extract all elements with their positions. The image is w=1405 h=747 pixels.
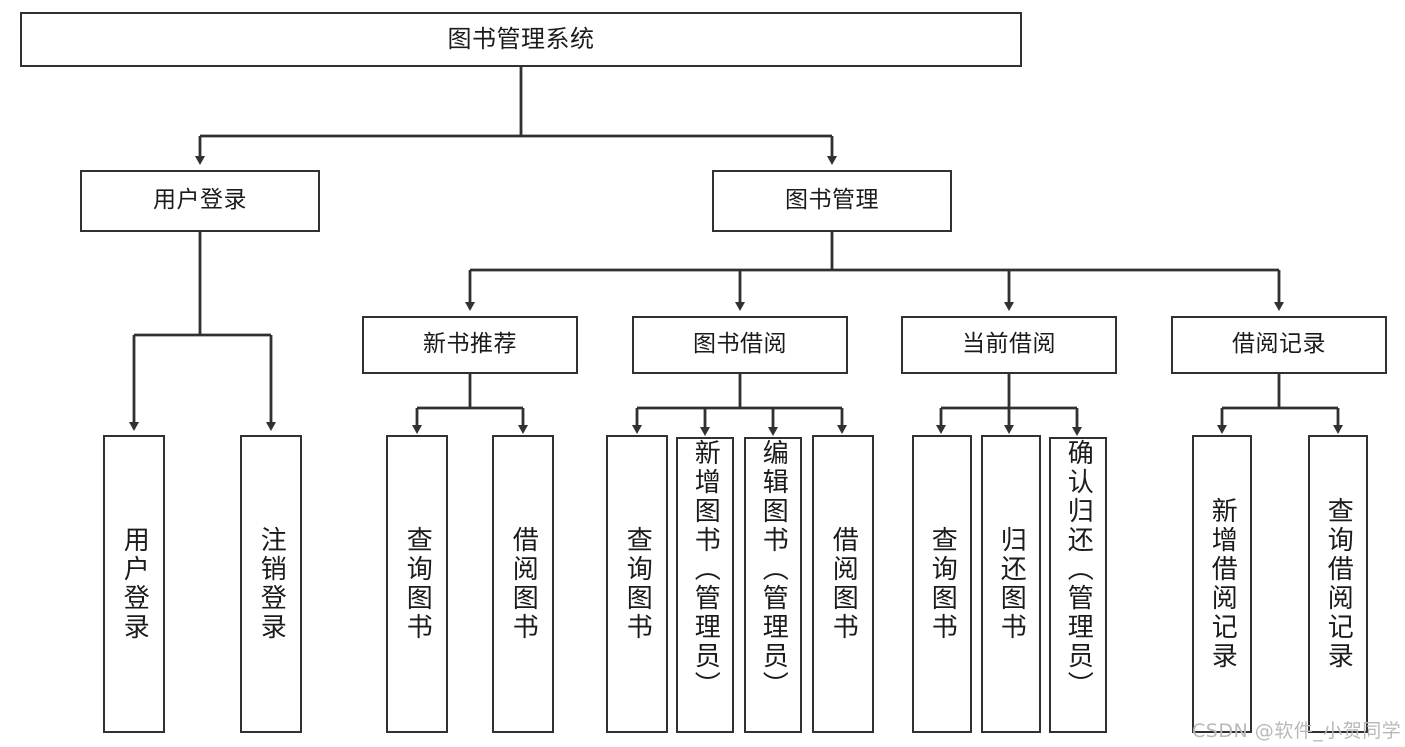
node-label: 新书推荐 xyxy=(423,331,517,358)
node-label: 新增图书（管理员） xyxy=(690,439,721,700)
node-label: 图书管理系统 xyxy=(447,25,595,54)
node-current-borrow[interactable]: 当前借阅 xyxy=(901,316,1117,374)
node-new-book-rec[interactable]: 新书推荐 xyxy=(362,316,578,374)
leaf-add-borrow-record[interactable]: 新增借阅记录 xyxy=(1192,435,1252,733)
leaf-query-borrow-record[interactable]: 查询借阅记录 xyxy=(1308,435,1368,733)
node-label: 图书管理 xyxy=(785,187,879,214)
node-label: 查询图书 xyxy=(622,526,653,642)
node-label: 新增借阅记录 xyxy=(1207,497,1238,671)
csdn-watermark: CSDN @软件_小贺同学 xyxy=(1192,720,1402,742)
leaf-return-book[interactable]: 归还图书 xyxy=(981,435,1041,733)
node-label: 查询借阅记录 xyxy=(1323,497,1354,671)
node-root-system[interactable]: 图书管理系统 xyxy=(20,12,1022,67)
node-user-login[interactable]: 用户登录 xyxy=(80,170,320,232)
node-label: 借阅图书 xyxy=(828,526,859,642)
node-label: 借阅记录 xyxy=(1232,331,1326,358)
leaf-borrow-book-borrow[interactable]: 借阅图书 xyxy=(812,435,874,733)
node-label: 归还图书 xyxy=(996,526,1027,642)
node-borrow-record[interactable]: 借阅记录 xyxy=(1171,316,1387,374)
node-label: 借阅图书 xyxy=(508,526,539,642)
node-label: 查询图书 xyxy=(402,526,433,642)
node-book-manage[interactable]: 图书管理 xyxy=(712,170,952,232)
node-book-borrow[interactable]: 图书借阅 xyxy=(632,316,848,374)
node-label: 用户登录 xyxy=(153,187,247,214)
node-label: 图书借阅 xyxy=(693,331,787,358)
node-label: 编辑图书（管理员） xyxy=(758,439,789,700)
leaf-add-book-admin[interactable]: 新增图书（管理员） xyxy=(676,437,734,733)
leaf-edit-book-admin[interactable]: 编辑图书（管理员） xyxy=(744,437,802,733)
node-label: 当前借阅 xyxy=(962,331,1056,358)
leaf-logout-login[interactable]: 注销登录 xyxy=(240,435,302,733)
leaf-query-book-current[interactable]: 查询图书 xyxy=(912,435,972,733)
node-label: 用户登录 xyxy=(119,526,150,642)
leaf-confirm-return-admin[interactable]: 确认归还（管理员） xyxy=(1049,437,1107,733)
node-label: 注销登录 xyxy=(256,526,287,642)
leaf-query-book-borrow[interactable]: 查询图书 xyxy=(606,435,668,733)
node-label: 确认归还（管理员） xyxy=(1063,439,1094,700)
node-label: 查询图书 xyxy=(927,526,958,642)
leaf-borrow-book-rec[interactable]: 借阅图书 xyxy=(492,435,554,733)
leaf-query-book-rec[interactable]: 查询图书 xyxy=(386,435,448,733)
leaf-user-login[interactable]: 用户登录 xyxy=(103,435,165,733)
